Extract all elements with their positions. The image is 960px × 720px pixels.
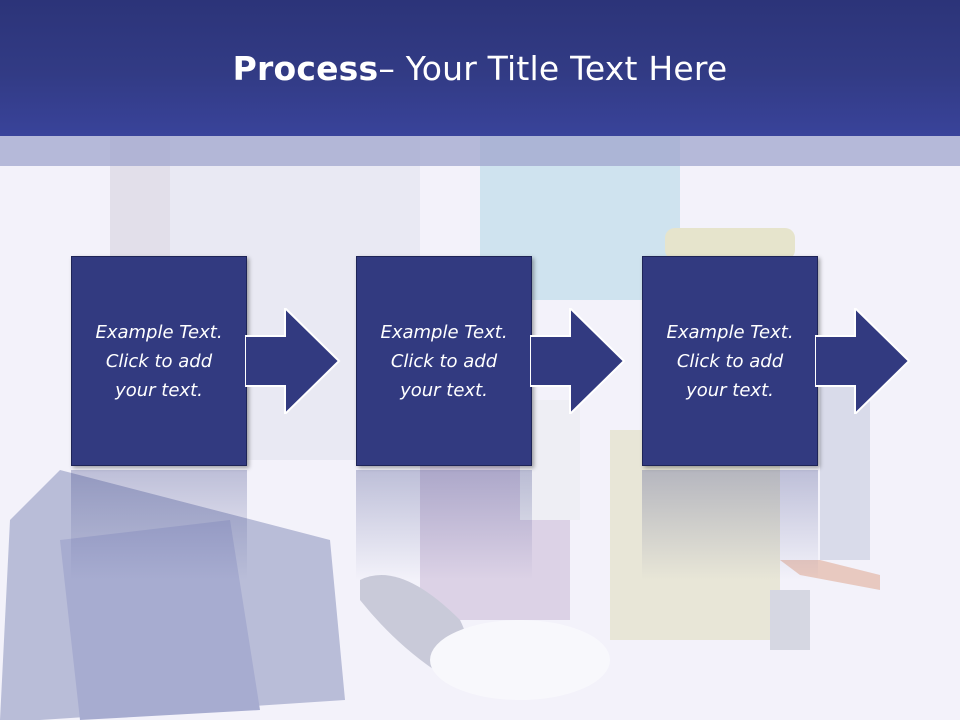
arrow-right-icon xyxy=(530,308,626,414)
title-bold: Process xyxy=(232,48,379,88)
arrow-right-icon xyxy=(245,308,341,414)
process-step-3[interactable]: Example Text. Click to add your text. xyxy=(642,256,818,466)
step-box[interactable]: Example Text. Click to add your text. xyxy=(642,256,818,466)
process-step-1[interactable]: Example Text. Click to add your text. xyxy=(71,256,247,466)
step-text[interactable]: Example Text. Click to add your text. xyxy=(380,321,508,401)
title-bar xyxy=(0,0,960,136)
step-reflection xyxy=(642,470,818,580)
slide-title[interactable]: Process – Your Title Text Here xyxy=(0,0,960,136)
step-box[interactable]: Example Text. Click to add your text. xyxy=(71,256,247,466)
step-reflection xyxy=(356,470,532,580)
arrow-right-icon xyxy=(815,308,911,414)
title-underbar xyxy=(0,136,960,166)
step-text[interactable]: Example Text. Click to add your text. xyxy=(666,321,794,401)
title-rest: – Your Title Text Here xyxy=(378,48,728,88)
step-text[interactable]: Example Text. Click to add your text. xyxy=(95,321,223,401)
process-step-2[interactable]: Example Text. Click to add your text. xyxy=(356,256,532,466)
step-box[interactable]: Example Text. Click to add your text. xyxy=(356,256,532,466)
step-reflection xyxy=(71,470,247,580)
